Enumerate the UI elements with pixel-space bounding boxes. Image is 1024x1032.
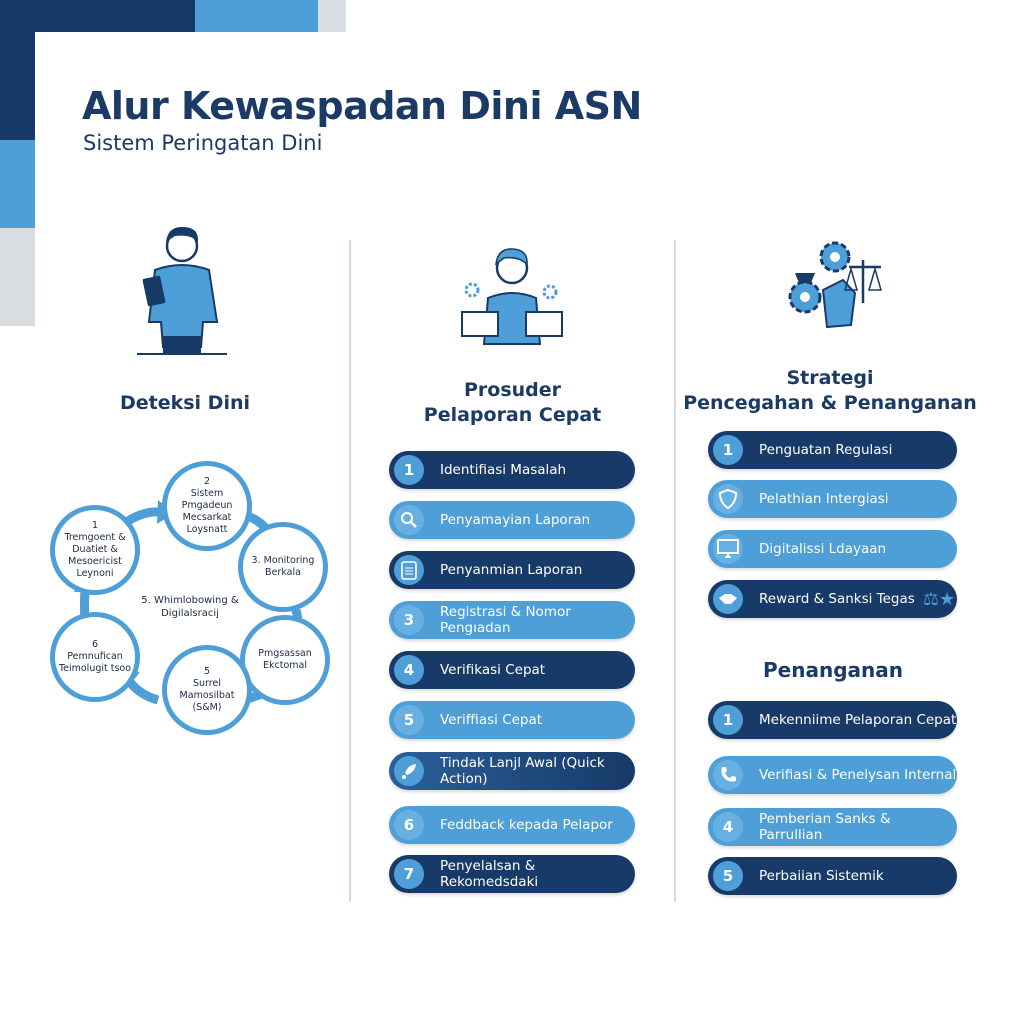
page-subtitle: Sistem Peringatan Dini: [83, 131, 323, 155]
clipboard-icon: [394, 555, 424, 585]
step-pill[interactable]: 4 Pemberian Sanks & Parrullian: [708, 808, 957, 846]
col2-title-line1: Prosuder: [463, 379, 562, 401]
cycle-step-label: Sistem Pmgadeun Mecsarkat Loysnatt: [181, 488, 233, 535]
handshake-icon: [713, 584, 743, 614]
cycle-step-4: Pmgsassan Ekctomal: [240, 615, 330, 705]
divider: [674, 240, 676, 902]
cycle-step-3: 3. Monitoring Berkala: [238, 522, 328, 612]
page-title: Alur Kewaspadan Dini ASN: [82, 84, 642, 128]
step-pill[interactable]: 6 Feddback kepada Pelapor: [389, 806, 635, 844]
step-pill[interactable]: 1 Mekenniime Pelaporan Cepat: [708, 701, 957, 739]
step-number-badge: 1: [713, 705, 743, 735]
step-label: Verifiasi & Penelysan Internal: [759, 767, 957, 783]
step-pill[interactable]: 1 Identifiasi Masalah: [389, 451, 635, 489]
step-label: Registrasi & Nomor Pengıadan: [440, 604, 571, 636]
step-number-badge: 1: [394, 455, 424, 485]
person-tablet-icon: [137, 226, 227, 355]
step-label: Digitalissi Ldayaan: [759, 541, 887, 557]
step-number-badge: 7: [394, 859, 424, 889]
step-label: Penyanmian Laporan: [440, 562, 583, 578]
cycle-center-label: 5. Whimlobowing & Digilalsracij: [141, 595, 239, 619]
step-number-badge: 4: [713, 812, 743, 842]
step-pill[interactable]: Digitalissi Ldayaan: [708, 530, 957, 568]
step-pill[interactable]: Reward & Sanksi Tegas ⚖★: [708, 580, 957, 618]
cycle-step-num: 2: [203, 476, 211, 487]
decor-navy-left: [0, 0, 35, 140]
step-label: Reward & Sanksi Tegas: [759, 591, 915, 607]
monitor-icon: [713, 534, 743, 564]
divider: [349, 240, 351, 902]
decor-blue-top: [195, 0, 318, 32]
col3-title-line1: Strategi: [786, 367, 874, 389]
step-label: Mekenniime Pelaporan Cepat: [759, 712, 957, 728]
step-label: Penyelalsan & Rekomedsdaki: [440, 858, 539, 890]
step-pill[interactable]: 1 Penguatan Regulasi: [708, 431, 957, 469]
col2-title-line2: Pelaporan Cepat: [423, 404, 602, 426]
step-label: Perbaiian Sistemik: [759, 868, 884, 884]
step-label: Identifiasi Masalah: [440, 462, 567, 478]
cycle-step-label: Surrel Mamosilbat (S&M): [179, 678, 235, 713]
step-number-badge: 5: [713, 861, 743, 891]
cycle-step-label: Pemnufican Teimolugit tsoo: [58, 651, 132, 674]
rocket-icon: [394, 756, 424, 786]
step-label: Feddback kepada Pelapor: [440, 817, 613, 833]
step-label: Penguatan Regulasi: [759, 442, 893, 458]
cycle-step-label: Tremgoent & Duatiet & Mesoericist Leynon…: [64, 532, 126, 579]
step-label: Veriffiasi Cepat: [440, 712, 543, 728]
step-pill[interactable]: 4 Verifikasi Cepat: [389, 651, 635, 689]
cycle-step-num: 1: [91, 520, 99, 531]
step-pill[interactable]: Tindak Lanjl Awal (Quick Action): [389, 752, 635, 790]
step-number-badge: 1: [713, 435, 743, 465]
step-pill[interactable]: 7 Penyelalsan & Rekomedsdaki: [389, 855, 635, 893]
step-number-badge: 6: [394, 810, 424, 840]
decor-blue-left: [0, 140, 35, 228]
step-number-badge: 4: [394, 655, 424, 685]
step-label: Pemberian Sanks & Parrullian: [759, 811, 891, 843]
step-number-badge: 3: [394, 605, 424, 635]
step-pill[interactable]: Verifiasi & Penelysan Internal: [708, 756, 957, 794]
gavel-star-icon: ⚖★: [922, 588, 956, 610]
cycle-step-num: 5: [203, 666, 211, 677]
phone-icon: [713, 760, 743, 790]
shield-icon: [713, 484, 743, 514]
step-pill[interactable]: Pelathian Intergiasi: [708, 480, 957, 518]
cycle-step-label: Pmgsassan Ekctomal: [258, 648, 312, 671]
step-number-badge: 5: [394, 705, 424, 735]
step-pill[interactable]: 3 Registrasi & Nomor Pengıadan: [389, 601, 635, 639]
step-label: Pelathian Intergiasi: [759, 491, 889, 507]
step-pill[interactable]: Penyanmian Laporan: [389, 551, 635, 589]
penanganan-title: Penanganan: [763, 658, 903, 682]
step-label: Tindak Lanjl Awal (Quick Action): [440, 755, 605, 787]
person-documents-icon: [461, 248, 563, 345]
cycle-step-label: 3. Monitoring Berkala: [251, 555, 315, 578]
col3-title-line2: Pencegahan & Penanganan: [683, 392, 977, 414]
decor-gray-top: [318, 0, 346, 32]
cycle-step-num: 6: [91, 639, 99, 650]
step-label: Verifikasi Cepat: [440, 662, 546, 678]
step-pill[interactable]: 5 Veriffiasi Cepat: [389, 701, 635, 739]
gears-scale-icon: [788, 241, 882, 329]
col1-title: Deteksi Dini: [119, 392, 251, 414]
step-pill[interactable]: Penyamayian Laporan: [389, 501, 635, 539]
search-icon: [394, 505, 424, 535]
decor-gray-left: [0, 228, 35, 326]
step-pill[interactable]: 5 Perbaiian Sistemik: [708, 857, 957, 895]
step-label: Penyamayian Laporan: [440, 512, 591, 528]
